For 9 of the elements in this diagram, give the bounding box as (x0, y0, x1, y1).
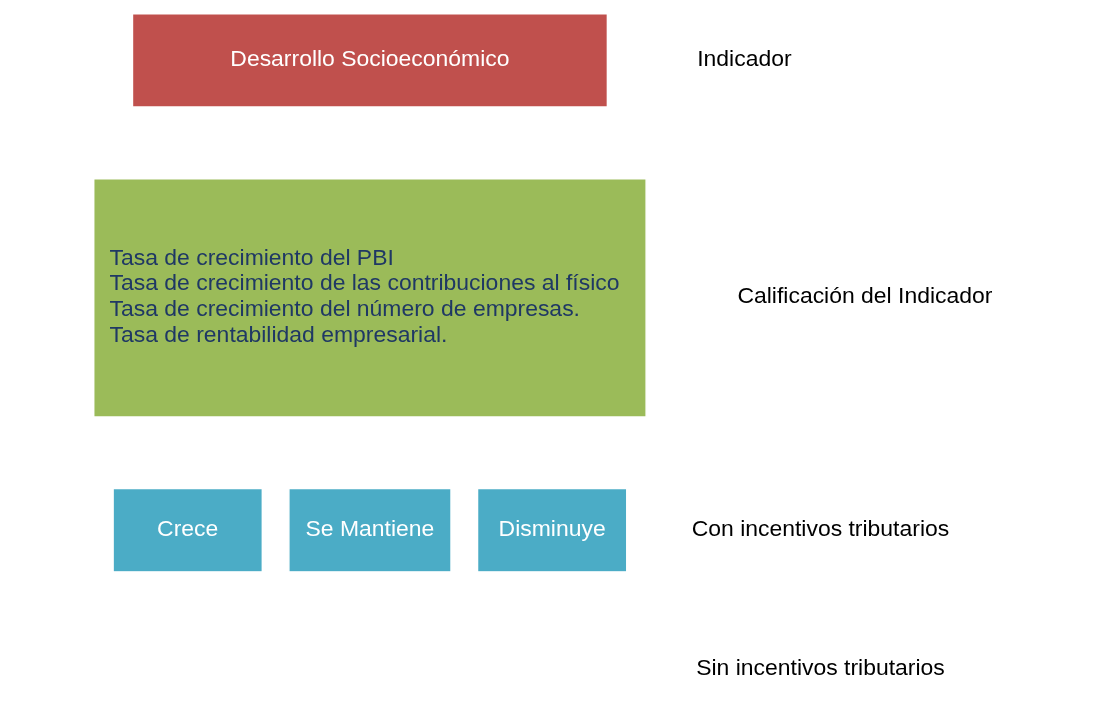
node-box: Crece (112, 487, 264, 573)
node-box: Tasa de crecimiento del PBI Tasa de crecimiento de las contribuciones al físico Tasa de crecimiento del número de empresas. Tasa de rentabilidad empresarial. (93, 178, 647, 418)
label: Calificación del Indicador (737, 282, 993, 309)
node-box: Desarrollo Socioeconómico (131, 13, 609, 108)
label: Sin incentivos tributarios (696, 653, 945, 680)
label: Indicador (697, 44, 792, 71)
label: Con incentivos tributarios (691, 514, 950, 541)
node-box: Se Mantiene (288, 487, 452, 573)
node-box: Disminuye (476, 487, 628, 573)
